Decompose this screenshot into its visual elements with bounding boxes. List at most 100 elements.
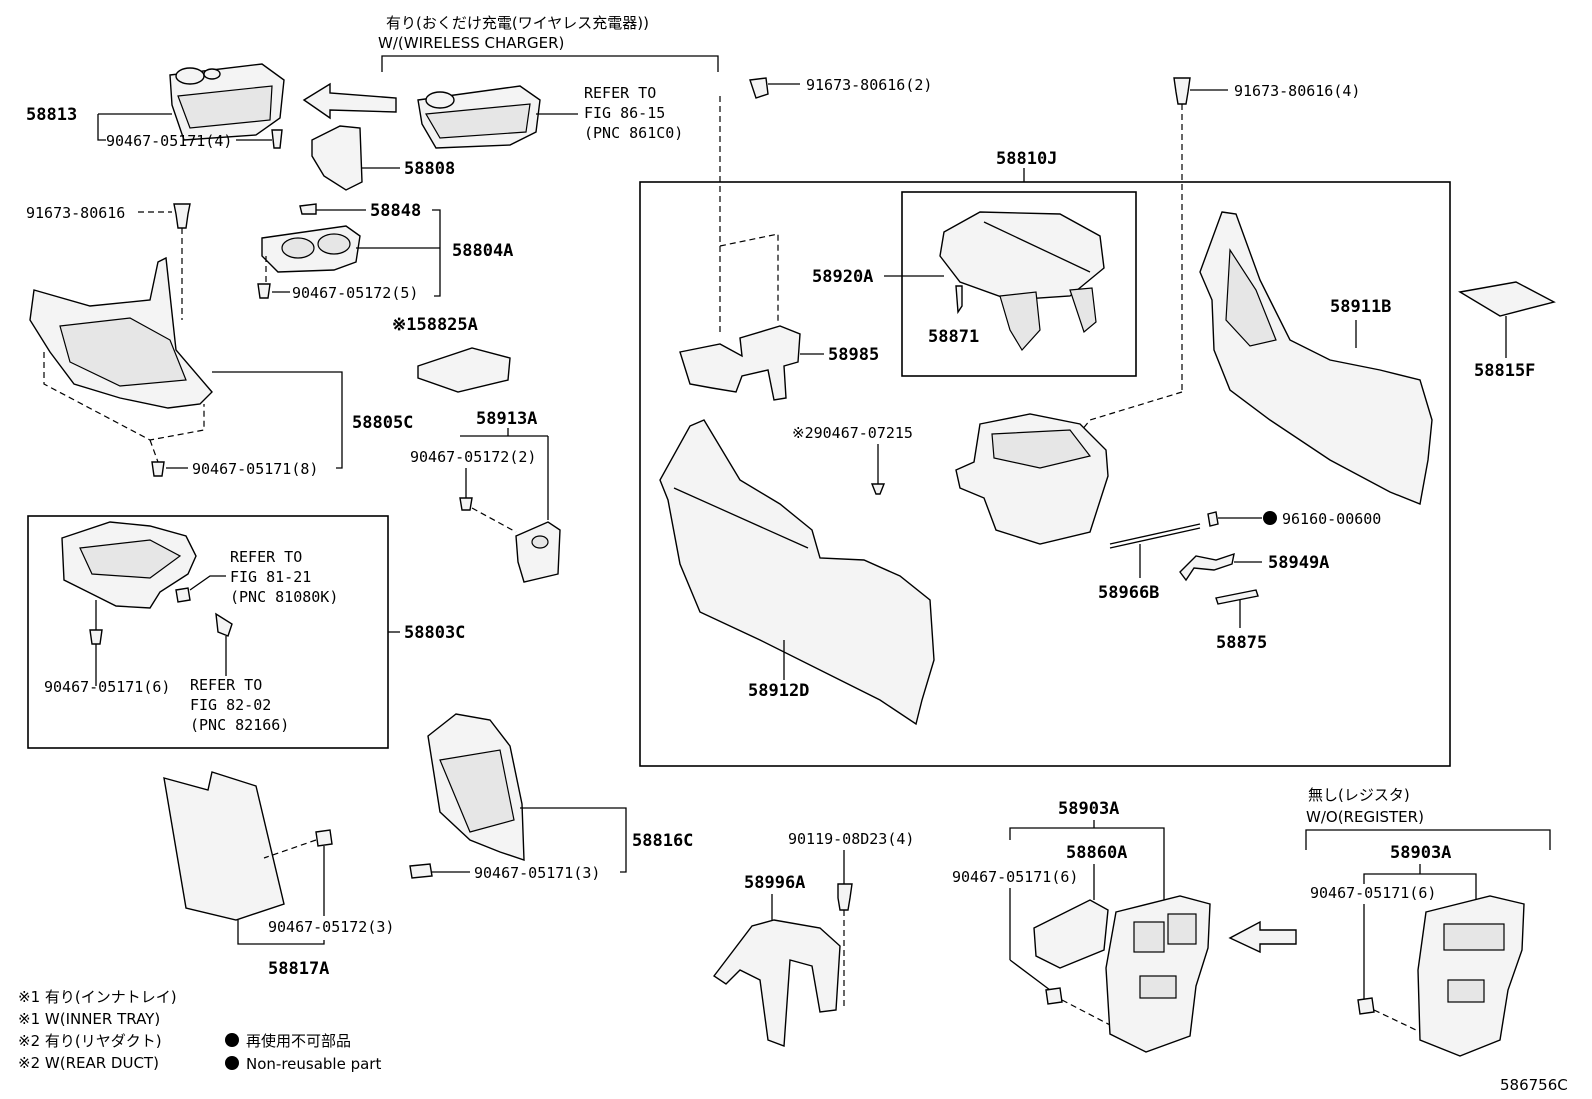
wireless-bracket bbox=[381, 55, 719, 72]
part-58966B-label: 58966B bbox=[1098, 583, 1159, 603]
ref-fig81-line3: (PNC 81080K) bbox=[230, 588, 338, 606]
arrow-left-icon bbox=[302, 82, 397, 120]
arrow-left-icon bbox=[1228, 920, 1297, 954]
part-58912D-label: 58912D bbox=[748, 681, 809, 701]
ref-fig86-line1: REFER TO bbox=[584, 84, 656, 102]
part-90119-08D23-4-label: 90119-08D23(4) bbox=[788, 830, 914, 848]
part-58911B-label: 58911B bbox=[1330, 297, 1391, 317]
part-91673-80616-label: 91673-80616 bbox=[26, 204, 125, 222]
part-58804A-label: 58804A bbox=[452, 241, 513, 261]
legend-line1: ※1 有り(インナトレイ) bbox=[18, 988, 177, 1006]
group-58810J-frame bbox=[639, 181, 1451, 767]
part-91673-80616-2-label: 91673-80616(2) bbox=[806, 76, 932, 94]
legend-line3: ※2 有り(リヤダクト) bbox=[18, 1032, 162, 1050]
mat-58815F-drawing bbox=[1458, 281, 1556, 317]
wireless-charger-en-label: W/(WIRELESS CHARGER) bbox=[378, 34, 564, 52]
clip-icon bbox=[459, 497, 473, 511]
screw-icon bbox=[173, 203, 191, 229]
switch-icon bbox=[175, 587, 191, 603]
console-panel-58805C-drawing bbox=[29, 256, 213, 463]
console-58803C-drawing bbox=[61, 521, 197, 609]
register-en-label: W/O(REGISTER) bbox=[1306, 808, 1424, 826]
clip-icon bbox=[1045, 987, 1063, 1005]
legend-line6: Non-reusable part bbox=[246, 1055, 381, 1073]
part-90467-05171-6c-label: 90467-05171(6) bbox=[1310, 884, 1436, 902]
part-58825A-label: ※158825A bbox=[392, 315, 478, 335]
clip-icon bbox=[1357, 997, 1375, 1015]
spring-58949A-drawing bbox=[1179, 552, 1235, 582]
part-58871-label: 58871 bbox=[928, 327, 979, 347]
part-58949A-label: 58949A bbox=[1268, 553, 1329, 573]
ref-fig82-line1: REFER TO bbox=[190, 676, 262, 694]
part-58985-label: 58985 bbox=[828, 345, 879, 365]
cover-58913A-drawing bbox=[515, 521, 561, 583]
clip-icon bbox=[271, 129, 283, 149]
leader-58805C bbox=[212, 371, 343, 469]
part-90467-05172-3-label: 90467-05172(3) bbox=[268, 918, 394, 936]
ref-fig81-line2: FIG 81-21 bbox=[230, 568, 311, 586]
vent-58860A-drawing bbox=[1033, 899, 1109, 969]
wireless-charger-jp-label: 有り(おくだけ充電(ワイヤレス充電器)) bbox=[386, 14, 649, 32]
bolt-icon bbox=[837, 883, 853, 911]
register-jp-label: 無し(レジスタ) bbox=[1308, 786, 1410, 804]
rod-58966B-drawing bbox=[1109, 523, 1201, 545]
side-panel-58912D-drawing bbox=[659, 419, 935, 726]
cap-58848-drawing bbox=[299, 203, 317, 215]
side-panel-58911B-drawing bbox=[1199, 211, 1433, 505]
bracket-58985-drawing bbox=[679, 325, 801, 401]
part-90467-05171-3-label: 90467-05171(3) bbox=[474, 864, 600, 882]
part-58860A-label: 58860A bbox=[1066, 843, 1127, 863]
shift-boot-58808-drawing bbox=[311, 125, 363, 191]
ref-fig82-line2: FIG 82-02 bbox=[190, 696, 271, 714]
group-58920A-frame bbox=[901, 191, 1137, 377]
part-58996A-label: 58996A bbox=[744, 873, 805, 893]
legend-line2: ※1 W(INNER TRAY) bbox=[18, 1010, 160, 1028]
part-90467-05171-8-label: 90467-05171(8) bbox=[192, 460, 318, 478]
ref-fig86-line2: FIG 86-15 bbox=[584, 104, 665, 122]
part-90467-05172-5-label: 90467-05172(5) bbox=[292, 284, 418, 302]
non-reusable-marker-icon bbox=[225, 1033, 239, 1047]
clip-icon bbox=[257, 283, 271, 299]
part-58816C-label: 58816C bbox=[632, 831, 693, 851]
rear-panel-wo-register-drawing bbox=[1417, 895, 1525, 1057]
wireless-charger-tray-drawing bbox=[417, 85, 541, 149]
non-reusable-marker-icon bbox=[1263, 511, 1277, 525]
pin-icon bbox=[955, 285, 963, 315]
part-58875-label: 58875 bbox=[1216, 633, 1267, 653]
part-58903A-a-label: 58903A bbox=[1058, 799, 1119, 819]
screw-icon bbox=[749, 77, 769, 99]
console-box-drawing bbox=[955, 413, 1109, 545]
part-96160-00600-label: 96160-00600 bbox=[1282, 510, 1381, 528]
clip-icon bbox=[870, 483, 886, 495]
part-58815F-label: 58815F bbox=[1474, 361, 1535, 381]
clip-icon bbox=[151, 461, 165, 477]
non-reusable-marker-icon bbox=[225, 1056, 239, 1070]
part-58803C-label: 58803C bbox=[404, 623, 465, 643]
part-58913A-label: 58913A bbox=[476, 409, 537, 429]
clip-icon bbox=[409, 863, 433, 879]
part-58805C-label: 58805C bbox=[352, 413, 413, 433]
connector-icon bbox=[215, 612, 233, 637]
plate-58875-drawing bbox=[1215, 589, 1259, 605]
part-58848-label: 58848 bbox=[370, 201, 421, 221]
ref-fig82-line3: (PNC 82166) bbox=[190, 716, 289, 734]
part-90467-07215-label: ※290467-07215 bbox=[792, 424, 913, 442]
part-58810J-label: 58810J bbox=[996, 149, 1057, 169]
side-panel-58817A-drawing bbox=[163, 771, 285, 921]
cup-holder-58804A-drawing bbox=[261, 225, 361, 273]
part-90467-05171-6b-label: 90467-05171(6) bbox=[952, 868, 1078, 886]
legend-line4: ※2 W(REAR DUCT) bbox=[18, 1054, 159, 1072]
figure-id: 586756C bbox=[1500, 1076, 1568, 1094]
screw-icon bbox=[1173, 77, 1191, 105]
part-58813-label: 58813 bbox=[26, 105, 77, 125]
part-58808-label: 58808 bbox=[404, 159, 455, 179]
part-91673-80616-4-label: 91673-80616(4) bbox=[1234, 82, 1360, 100]
tray-58813-drawing bbox=[169, 63, 285, 141]
ref-fig86-line3: (PNC 861C0) bbox=[584, 124, 683, 142]
register-bracket bbox=[1305, 829, 1551, 850]
armrest-58920A-drawing bbox=[939, 211, 1105, 352]
rear-panel-58903A-drawing bbox=[1105, 895, 1211, 1053]
part-58920A-label: 58920A bbox=[812, 267, 873, 287]
legend-line5: 再使用不可部品 bbox=[246, 1032, 351, 1050]
